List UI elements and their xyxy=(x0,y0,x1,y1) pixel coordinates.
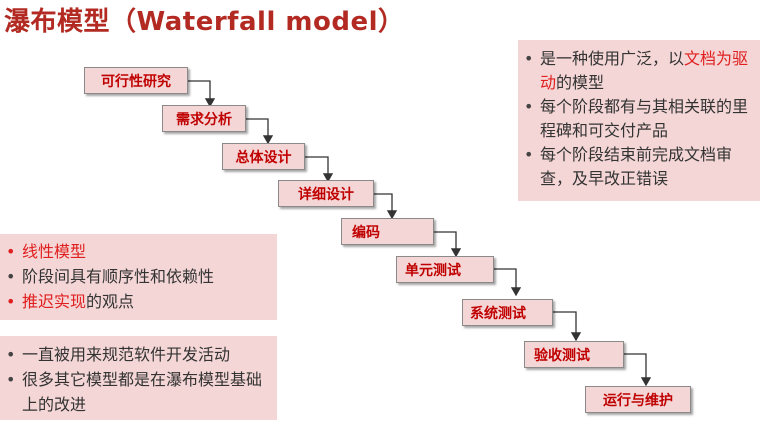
left-note-panel-1: 线性模型 阶段间具有顺序性和依赖性 推迟实现的观点 xyxy=(0,234,277,320)
connector-arrow xyxy=(188,80,216,108)
stage-requirements-analysis: 需求分析 xyxy=(162,105,246,132)
list-item: 推迟实现的观点 xyxy=(0,289,277,314)
connector-arrow xyxy=(246,118,274,145)
page-title: 瀑布模型（Waterfall model） xyxy=(4,7,405,37)
list-item: 每个阶段都有与其相关联的里程碑和可交付产品 xyxy=(518,95,760,143)
connector-arrow xyxy=(434,231,462,258)
right-note-panel: 是一种使用广泛，以文档为驱动的模型 每个阶段都有与其相关联的里程碑和可交付产品 … xyxy=(518,40,760,201)
stage-feasibility-study: 可行性研究 xyxy=(84,67,188,94)
list-item: 一直被用来规范软件开发活动 xyxy=(0,342,277,367)
list-item: 每个阶段结束前完成文档审查，及早改正错误 xyxy=(518,143,760,191)
stage-coding: 编码 xyxy=(341,218,434,245)
connector-arrow xyxy=(624,353,652,387)
connector-arrow xyxy=(553,311,582,342)
connector-arrow xyxy=(494,268,522,297)
connector-arrow xyxy=(305,156,334,183)
stage-unit-testing: 单元测试 xyxy=(396,256,494,283)
list-item: 阶段间具有顺序性和依赖性 xyxy=(0,264,277,289)
list-item: 很多其它模型都是在瀑布模型基础上的改进 xyxy=(0,367,277,417)
left-note-panel-2: 一直被用来规范软件开发活动 很多其它模型都是在瀑布模型基础上的改进 xyxy=(0,336,277,420)
list-item: 线性模型 xyxy=(0,239,277,264)
list-item: 是一种使用广泛，以文档为驱动的模型 xyxy=(518,47,760,95)
stage-overall-design: 总体设计 xyxy=(222,143,305,170)
connector-arrow xyxy=(374,193,398,220)
stage-system-testing: 系统测试 xyxy=(462,299,553,326)
stage-detailed-design: 详细设计 xyxy=(278,180,374,207)
stage-operation-maintenance: 运行与维护 xyxy=(585,386,691,413)
stage-acceptance-testing: 验收测试 xyxy=(524,341,624,368)
